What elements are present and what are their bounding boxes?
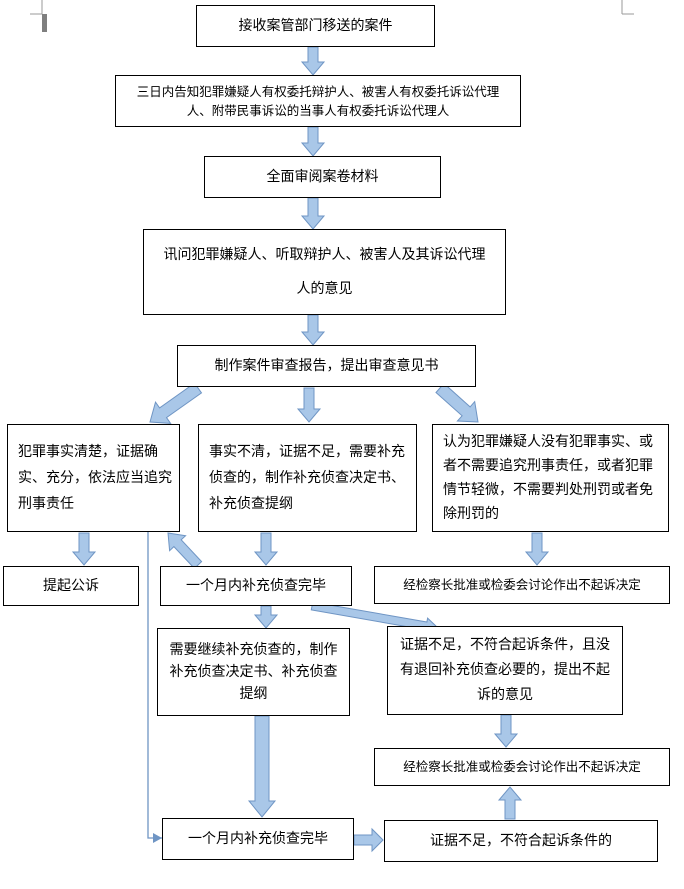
prosecute-text: 提起公诉: [43, 578, 99, 594]
no-prosecution-2-text: 经检察长批准或检委会讨论作出不起诉决定: [403, 759, 641, 774]
insufficient-text: 证据不足，不符合起诉条件的: [430, 833, 612, 849]
no-crime-box: 认为犯罪嫌疑人没有犯罪事实、或者不需要追究刑事责任，或者犯罪情节轻微，不需要判处…: [432, 424, 669, 532]
insufficient-no-return-text: 证据不足，不符合起诉条件，且没有退回补充侦查必要的，提出不起诉的意见: [400, 637, 610, 703]
feedback-line-tail: [153, 833, 162, 843]
arrow-receive-to-notify: [300, 46, 326, 76]
arrow-one-month-2-to-insufficient: [353, 827, 384, 853]
make-report-text: 制作案件审查报告，提出审查意见书: [214, 358, 439, 374]
arrow-insufficient-no-return-to-no-prosecution: [493, 714, 519, 748]
one-month-1-text: 一个月内补充侦查完毕: [186, 578, 326, 594]
continue-investigation-box: 需要继续补充侦查的，制作补充侦查决定书、补充侦查提纲: [157, 628, 350, 716]
continue-investigation-text: 需要继续补充侦查的，制作补充侦查决定书、补充侦查提纲: [169, 642, 338, 702]
receive-case-box: 接收案管部门移送的案件: [196, 5, 435, 47]
receive-case-text: 接收案管部门移送的案件: [238, 18, 393, 34]
arrow-insufficient-to-no-prosecution: [497, 786, 523, 820]
notify-rights-box: 三日内告知犯罪嫌疑人有权委托辩护人、被害人有权委托诉讼代理人、附带民事诉讼的当事…: [115, 75, 521, 127]
one-month-2-box: 一个月内补充侦查完毕: [162, 818, 354, 860]
one-month-2-text: 一个月内补充侦查完毕: [188, 831, 328, 847]
make-report-box: 制作案件审查报告，提出审查意见书: [177, 345, 476, 387]
arrow-one-month-to-facts-clear: [167, 532, 203, 570]
interrogate-box: 讯问犯罪嫌疑人、听取辩护人、被害人及其诉讼代理人的意见: [143, 229, 506, 315]
arrow-interrogate-to-report: [300, 314, 326, 346]
notify-rights-text: 三日内告知犯罪嫌疑人有权委托辩护人、被害人有权委托诉讼代理人、附带民事诉讼的当事…: [136, 84, 500, 118]
arrow-report-to-facts-clear: [149, 382, 203, 424]
insufficient-box: 证据不足，不符合起诉条件的: [384, 820, 658, 862]
arrow-one-month-to-continue: [253, 605, 279, 629]
one-month-1-box: 一个月内补充侦查完毕: [160, 566, 352, 606]
no-crime-text: 认为犯罪嫌疑人没有犯罪事实、或者不需要追究刑事责任，或者犯罪情节轻微，不需要判处…: [443, 434, 653, 522]
prosecute-box: 提起公诉: [3, 566, 139, 606]
arrow-continue-to-one-month-2: [247, 715, 277, 818]
facts-unclear-text: 事实不清，证据不足，需要补充侦查的，制作补充侦查决定书、补充侦查提纲: [209, 444, 405, 512]
facts-clear-text: 犯罪事实清楚，证据确实、充分，依法应当追究刑事责任: [18, 444, 172, 512]
review-materials-box: 全面审阅案卷材料: [204, 156, 441, 198]
arrow-review-to-interrogate: [300, 197, 326, 230]
arrow-no-crime-to-no-prosecution: [524, 532, 550, 566]
page-margin-marker: [42, 14, 47, 32]
arrow-report-to-no-crime: [435, 382, 479, 423]
arrow-facts-unclear-to-one-month: [253, 532, 279, 566]
facts-unclear-box: 事实不清，证据不足，需要补充侦查的，制作补充侦查决定书、补充侦查提纲: [198, 424, 417, 532]
arrow-facts-clear-to-prosecute: [71, 532, 97, 566]
arrow-notify-to-review: [300, 126, 326, 157]
insufficient-no-return-box: 证据不足，不符合起诉条件，且没有退回补充侦查必要的，提出不起诉的意见: [387, 626, 623, 715]
facts-clear-box: 犯罪事实清楚，证据确实、充分，依法应当追究刑事责任: [7, 424, 180, 532]
no-prosecution-1-box: 经检察长批准或检委会讨论作出不起诉决定: [374, 566, 670, 604]
interrogate-text: 讯问犯罪嫌疑人、听取辩护人、被害人及其诉讼代理人的意见: [163, 247, 486, 297]
no-prosecution-2-box: 经检察长批准或检委会讨论作出不起诉决定: [374, 748, 670, 786]
arrow-report-to-facts-unclear: [296, 387, 322, 423]
review-materials-text: 全面审阅案卷材料: [266, 169, 379, 185]
no-prosecution-1-text: 经检察长批准或检委会讨论作出不起诉决定: [403, 577, 641, 592]
